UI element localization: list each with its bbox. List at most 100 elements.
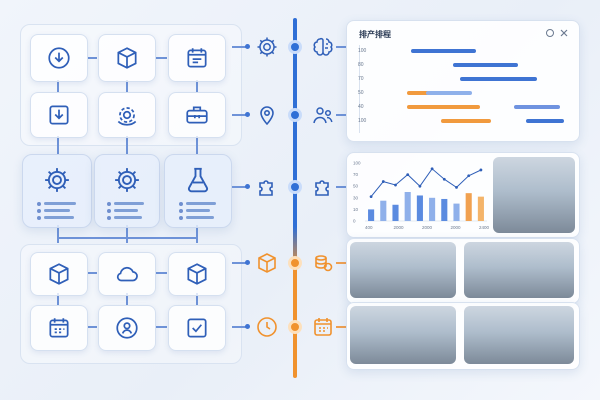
trend-point[interactable] [430,167,434,171]
rail-location[interactable] [254,102,280,128]
connector [126,80,128,92]
gantt-row-label: 70 [358,76,364,82]
connector-dot [245,260,250,265]
factory-photo-4 [350,306,456,364]
connector [232,262,248,264]
chart-bar[interactable] [380,200,387,221]
process-card-3[interactable] [164,154,232,228]
trend-point[interactable] [381,180,385,183]
rail-package[interactable] [254,250,280,276]
trend-point[interactable] [479,168,483,172]
checklist-tile[interactable] [168,305,226,351]
list-line [44,209,70,212]
gantt-bar[interactable] [406,91,442,95]
right-rail-brain[interactable] [310,34,336,60]
rail-node[interactable] [288,180,302,194]
calendar-tile-2[interactable] [30,305,88,351]
connector [57,293,59,305]
gantt-bar[interactable] [406,105,480,109]
rail-clock[interactable] [254,314,280,340]
connector [232,186,248,188]
connector [57,80,59,92]
puzzle-icon [259,180,273,196]
factory-photo-3 [464,242,574,298]
download-tray-tile[interactable] [30,92,88,138]
connector [126,225,128,243]
right-rail-team[interactable] [310,102,336,128]
connector [196,80,198,92]
rail-node[interactable] [288,256,302,270]
connector [196,225,198,243]
gear-cycle-icon [117,107,137,126]
right-rail-calendar[interactable] [310,314,336,340]
rail-node[interactable] [288,320,302,334]
close-icon[interactable] [559,28,569,38]
gantt-bar[interactable] [514,105,561,109]
trend-point[interactable] [442,177,446,181]
rail-node[interactable] [288,108,302,122]
coin-stack-icon [315,255,333,272]
calendar-icon [49,318,69,338]
list-line [44,216,74,219]
right-rail-coins[interactable] [310,250,336,276]
connector [336,262,346,264]
clock-icon [257,317,277,337]
chart-bar[interactable] [368,209,375,221]
x-tick-label: 400 [365,225,373,230]
gantt-title: 排产排程 [359,30,391,39]
download-circle-icon [48,47,70,69]
calendar-tile[interactable] [168,34,226,82]
cloud-tile[interactable] [98,252,156,296]
cube-tile-2[interactable] [168,252,226,296]
trend-point[interactable] [394,183,397,187]
chart-bar[interactable] [441,198,448,221]
gantt-bar[interactable] [452,63,519,67]
gantt-bar[interactable] [441,119,492,123]
gantt-bar[interactable] [425,91,472,95]
worker-icon [116,317,138,339]
download-tile[interactable] [30,34,88,82]
rail-gear[interactable] [254,34,280,60]
trend-point[interactable] [455,185,458,189]
factory-photo-1 [493,157,575,233]
list-bullet [179,202,183,206]
rail-puzzle[interactable] [254,174,280,200]
trend-point[interactable] [369,195,373,199]
chart-bar[interactable] [404,192,411,221]
gear-icon [257,37,277,57]
chart-bar[interactable] [477,196,484,221]
chart-bar[interactable] [429,197,436,221]
trend-point[interactable] [467,174,471,178]
gear-cycle-tile[interactable] [98,92,156,138]
process-card-1[interactable] [22,154,92,228]
connector-dot [245,44,250,49]
cloud-icon [116,266,138,282]
chart-bar[interactable] [392,204,399,221]
trend-point[interactable] [418,184,422,188]
gantt-bar[interactable] [525,119,565,123]
box-tile[interactable] [98,34,156,82]
cube-tile-1[interactable] [30,252,88,296]
gantt-row-label: 50 [358,90,364,96]
connector [57,136,59,154]
connector [196,293,198,305]
gantt-bar[interactable] [410,49,476,53]
chart-bar[interactable] [416,195,423,221]
more-icon[interactable] [545,28,555,38]
right-rail-puzzle[interactable] [310,174,336,200]
connector [232,326,248,328]
gantt-bar[interactable] [460,77,538,81]
connector [126,293,128,305]
worker-tile[interactable] [98,305,156,351]
process-card-2[interactable] [94,154,160,228]
chart-bar[interactable] [465,193,472,221]
x-tick-label: 2400 [479,225,490,230]
toolbox-tile[interactable] [168,92,226,138]
trend-point[interactable] [406,173,410,176]
list-line [114,209,138,212]
rail-node[interactable] [288,40,302,54]
gear-icon [45,168,69,192]
chart-bar[interactable] [453,203,460,221]
